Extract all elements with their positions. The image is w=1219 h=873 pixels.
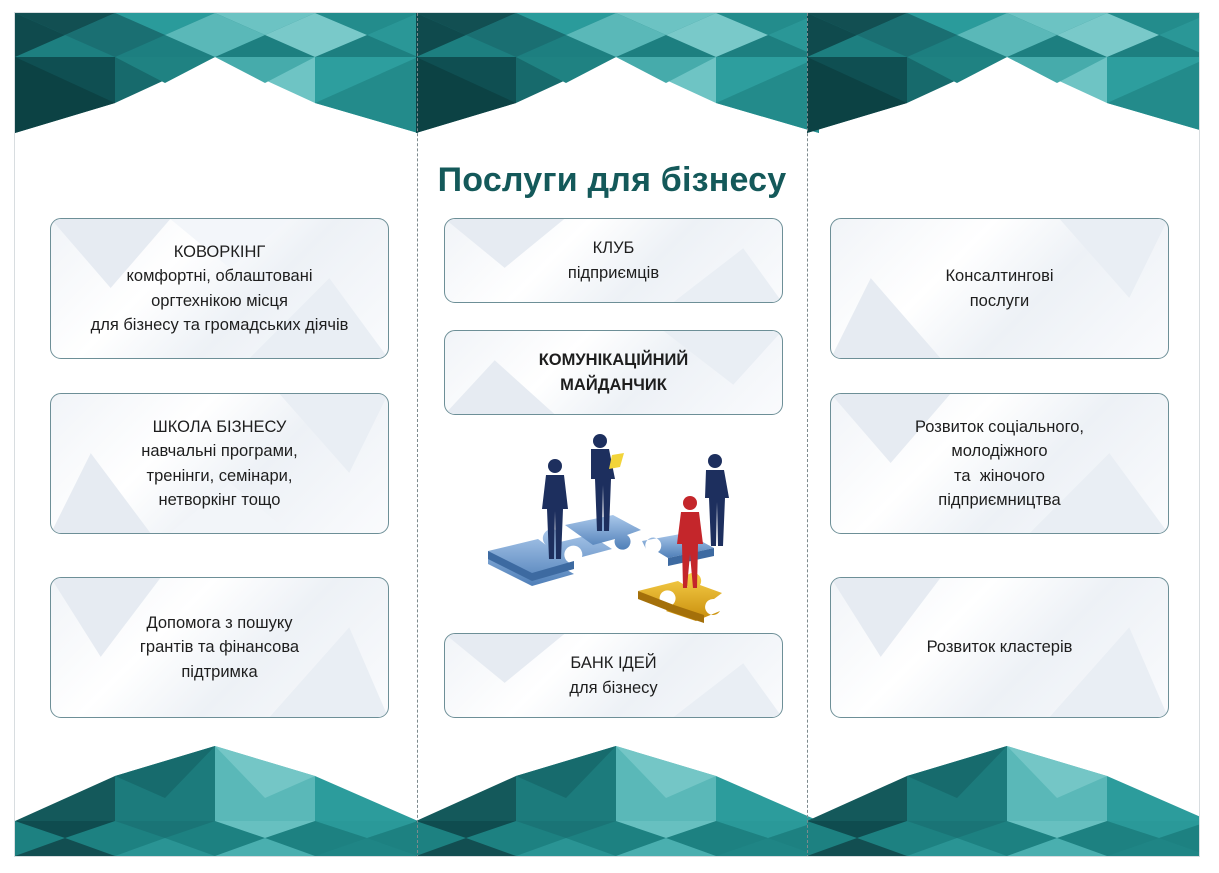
- card-line: нетворкінг тощо: [158, 491, 281, 509]
- bottom-triangle-pattern: [15, 746, 1199, 856]
- service-card-consulting: Консалтингові послуги: [830, 218, 1169, 359]
- card-line: для бізнесу: [569, 678, 658, 697]
- card-line: КОВОРКІНГ: [173, 242, 266, 261]
- card-line: підприємців: [567, 263, 660, 282]
- card-line: грантів та фінансова: [139, 638, 300, 657]
- fold-line-right: [807, 13, 808, 856]
- card-line: підприємництва: [938, 491, 1061, 509]
- card-background-pattern: [831, 219, 1168, 358]
- card-background-pattern: [831, 578, 1168, 717]
- page-title: Послуги для бізнесу: [437, 161, 787, 199]
- card-background-pattern: [445, 331, 782, 414]
- card-line: КЛУБ: [592, 239, 635, 257]
- service-card-business-school: ШКОЛА БІЗНЕСУ навчальні програми, тренін…: [50, 393, 389, 534]
- card-line: підтримка: [181, 662, 258, 681]
- card-line: для бізнесу та громадських діячів: [90, 316, 349, 334]
- brochure-page: Послуги для бізнесу КОВОРКІНГ комфортні,…: [14, 12, 1200, 857]
- business-people-on-puzzle-pieces-icon: [488, 434, 729, 623]
- card-line: Розвиток кластерів: [926, 638, 1073, 657]
- card-line: тренінги, семінари,: [146, 466, 293, 485]
- card-background-pattern: [51, 219, 388, 358]
- card-line: Розвиток соціального,: [914, 417, 1084, 436]
- card-line: послуги: [969, 291, 1030, 310]
- service-card-ideas-bank: БАНК ІДЕЙ для бізнесу: [444, 633, 783, 718]
- top-triangle-pattern: [15, 13, 1199, 133]
- card-line: навчальні програми,: [141, 442, 298, 460]
- card-line: Консалтингові: [945, 267, 1054, 285]
- card-background-pattern: [445, 634, 782, 717]
- card-line: оргтехнікою місця: [151, 291, 288, 310]
- service-card-coworking: КОВОРКІНГ комфортні, облаштовані оргтехн…: [50, 218, 389, 359]
- card-background-pattern: [831, 394, 1168, 533]
- service-card-grants: Допомога з пошуку грантів та фінансова п…: [50, 577, 389, 718]
- card-line: молодіжного: [951, 442, 1048, 460]
- card-line: Допомога з пошуку: [146, 613, 293, 632]
- card-background-pattern: [445, 219, 782, 302]
- card-background-pattern: [51, 578, 388, 717]
- service-card-communication-platform: КОМУНІКАЦІЙНИЙ МАЙДАНЧИК: [444, 330, 783, 415]
- fold-line-left: [417, 13, 418, 856]
- card-line: МАЙДАНЧИК: [560, 375, 667, 394]
- card-line: та жіночого: [954, 466, 1045, 485]
- service-card-social-entrepreneurship: Розвиток соціального, молодіжного та жін…: [830, 393, 1169, 534]
- card-background-pattern: [51, 394, 388, 533]
- card-line: комфортні, облаштовані: [126, 267, 313, 285]
- service-card-entrepreneurs-club: КЛУБ підприємців: [444, 218, 783, 303]
- service-card-clusters: Розвиток кластерів: [830, 577, 1169, 718]
- card-line: КОМУНІКАЦІЙНИЙ: [538, 351, 689, 369]
- card-line: ШКОЛА БІЗНЕСУ: [152, 417, 287, 436]
- card-line: БАНК ІДЕЙ: [570, 654, 657, 672]
